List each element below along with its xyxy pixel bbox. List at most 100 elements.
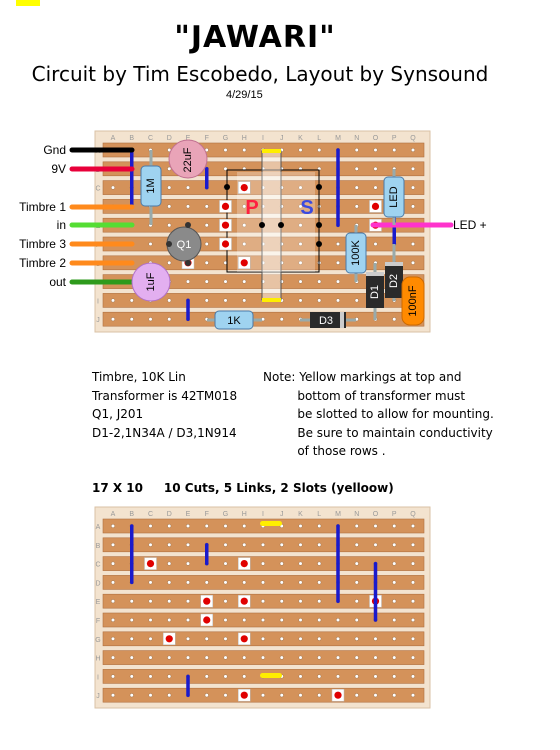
strip-hole — [317, 542, 322, 547]
bottom-strips — [102, 518, 425, 703]
column-label: N — [354, 135, 359, 142]
strip-hole — [392, 542, 397, 547]
strip-hole — [317, 674, 322, 679]
column-label: C — [148, 511, 153, 518]
diode-d3: D3 — [300, 312, 356, 328]
track-cut — [238, 594, 251, 608]
row-label: J — [96, 693, 100, 700]
svg-text:D3: D3 — [319, 315, 333, 327]
strip-hole — [167, 524, 172, 529]
strip-hole — [279, 542, 284, 547]
strip-hole — [148, 241, 153, 246]
note-line: Transformer is 42TM018 — [92, 388, 238, 403]
strip-hole — [298, 204, 303, 209]
svg-text:1M: 1M — [145, 178, 157, 193]
strip-hole — [373, 580, 378, 585]
strip-hole — [223, 166, 228, 171]
resistor-1k: 1K — [207, 310, 262, 330]
note-line: be slotted to allow for mounting. — [263, 407, 494, 421]
strip-hole — [279, 636, 284, 641]
row-label: I — [97, 298, 99, 305]
strip-hole — [392, 580, 397, 585]
strip-hole — [167, 298, 172, 303]
column-label: K — [298, 511, 303, 518]
strip-hole — [411, 693, 416, 698]
strip-hole — [204, 674, 209, 679]
strip-hole — [148, 580, 153, 585]
strip-hole — [167, 260, 172, 265]
top-slot-marker — [262, 149, 281, 153]
resistor-1m: 1M — [140, 150, 162, 225]
strip-hole — [336, 655, 341, 660]
strip-hole — [373, 618, 378, 623]
strip-hole — [373, 166, 378, 171]
column-label: G — [223, 511, 228, 518]
strip-hole — [204, 524, 209, 529]
row-label: A — [96, 524, 101, 531]
capacitor-1uf: 1uF — [131, 262, 171, 302]
strip-hole — [167, 204, 172, 209]
strip-hole — [129, 561, 134, 566]
transistor-q1: Q1 — [166, 222, 202, 266]
strip-hole — [204, 580, 209, 585]
strip-hole — [185, 524, 190, 529]
strip-hole — [392, 693, 397, 698]
strip-hole — [411, 580, 416, 585]
strip-hole — [279, 580, 284, 585]
strip-hole — [298, 298, 303, 303]
strip-hole — [354, 599, 359, 604]
strip-hole — [110, 317, 115, 322]
wire-label-timbre3: Timbre 3 — [19, 237, 66, 251]
strip-hole — [110, 298, 115, 303]
strip-hole — [392, 636, 397, 641]
strip-hole — [204, 298, 209, 303]
track-cut — [200, 613, 213, 627]
strip-hole — [148, 674, 153, 679]
strip-hole — [336, 524, 341, 529]
wire-labels: Gnd 9V Timbre 1 in Timbre 3 Timbre 2 out… — [19, 143, 487, 289]
strip-hole — [354, 298, 359, 303]
strip-hole — [411, 524, 416, 529]
strip-hole — [223, 561, 228, 566]
strip-hole — [242, 542, 247, 547]
strip-hole — [223, 279, 228, 284]
strip-hole — [373, 147, 378, 152]
strip-hole — [411, 618, 416, 623]
strip-hole — [354, 147, 359, 152]
track-cut-dot — [334, 691, 342, 699]
strip-hole — [354, 693, 359, 698]
strip-hole — [204, 279, 209, 284]
column-label: K — [298, 135, 303, 142]
strip-hole — [411, 241, 416, 246]
board-summary: 17 X 10 10 Cuts, 5 Links, 2 Slots (yello… — [92, 481, 394, 495]
strip-hole — [129, 674, 134, 679]
strip-hole — [242, 636, 247, 641]
strip-hole — [373, 674, 378, 679]
row-label: H — [95, 656, 100, 663]
note-line: Be sure to maintain conductivity — [263, 425, 493, 440]
strip-hole — [317, 636, 322, 641]
strip-hole — [298, 693, 303, 698]
strip-hole — [298, 599, 303, 604]
strip-hole — [185, 636, 190, 641]
row-label: C — [95, 562, 100, 569]
strip-hole — [373, 524, 378, 529]
strip-hole — [411, 561, 416, 566]
strip-hole — [373, 655, 378, 660]
column-label: M — [335, 135, 341, 142]
copper-strip — [102, 669, 425, 684]
strip-hole — [392, 674, 397, 679]
note-line: Timbre, 10K Lin — [92, 370, 186, 384]
track-cut — [200, 594, 213, 608]
strip-hole — [204, 204, 209, 209]
strip-hole — [110, 636, 115, 641]
wire-label-9v: 9V — [51, 162, 66, 176]
strip-hole — [204, 599, 209, 604]
strip-hole — [148, 542, 153, 547]
strip-hole — [261, 693, 266, 698]
column-label: H — [242, 511, 247, 518]
strip-hole — [298, 260, 303, 265]
strip-hole — [392, 317, 397, 322]
